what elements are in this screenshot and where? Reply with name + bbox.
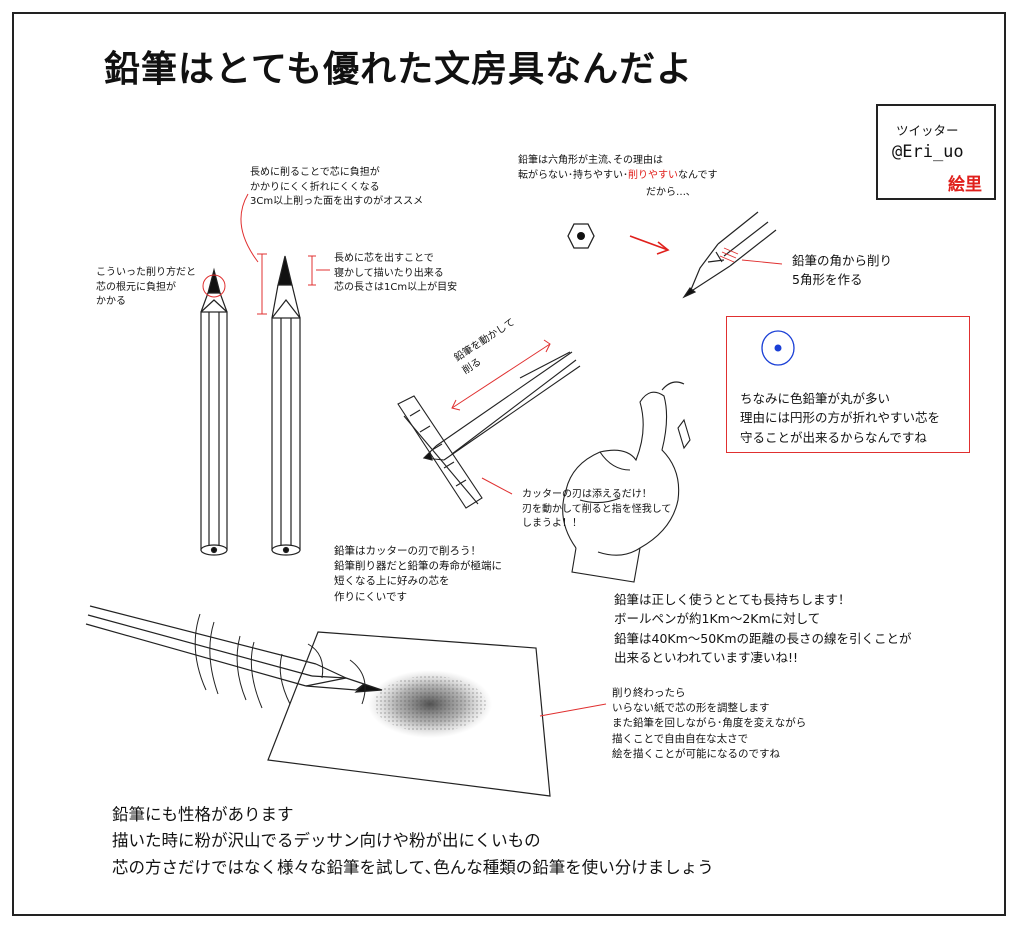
note-line: カッターの刃は添えるだけ！ [522,488,671,503]
note-line: いらない紙で芯の形を調整します [612,701,806,716]
colored-pencil-round-icon [762,331,794,365]
hexagon-cross-section-icon [568,224,594,248]
note-line: 短くなる上に好みの芯を [334,574,502,589]
note-line: 鉛筆は正しく使うととても長持ちします！ [614,590,912,609]
note-line: 作りにくいです [334,590,502,605]
note-line: 刃を動かして削ると指を怪我して [522,503,671,518]
note-line: 削り終わったら [612,686,806,701]
note-then: だから…､ [646,186,691,201]
note-line: 転がらない･持ちやすい･削りやすいなんです [518,169,718,184]
note-line: しまうよ！！ [522,517,671,532]
note-line: かかる [96,295,196,310]
note-line: 鉛筆は六角形が主流､その理由は [518,154,718,169]
note-line: 守ることが出来るからなんですね [740,428,940,447]
note-hexagon: 鉛筆は六角形が主流､その理由は 転がらない･持ちやすい･削りやすいなんです [518,154,718,183]
note-line: 芯の根元に負担が [96,281,196,296]
summary-line: 鉛筆にも性格があります [112,802,714,828]
red-arrow-icon [630,236,668,254]
note-line: こういった削り方だと [96,266,196,281]
note-sharpen-way: こういった削り方だと 芯の根元に負担が かかる [96,266,196,310]
note-fragment: なんです [678,170,718,181]
corner-hatch-marks [720,248,782,264]
note-long-sharpen: 長めに削ることで芯に負担が かかりにくく折れにくくなる 3Cm以上削った面を出す… [250,166,423,210]
pencil-long-tip-illustration [272,256,300,555]
note-line: 鉛筆の角から削り [792,251,892,270]
note-line: 絵を描くことが可能になるのですね [612,747,806,762]
note-line: 3Cm以上削った面を出すのがオススメ [250,195,423,210]
note-after-sharpen: 削り終わったら いらない紙で芯の形を調整します また鉛筆を回しながら･角度を変え… [612,686,806,762]
note-colored-pencil: ちなみに色鉛筆が丸が多い 理由には円形の方が折れやすい芯を 守ることが出来るから… [740,389,940,447]
note-line: 出来るといわれています凄いね!! [614,648,912,667]
note-line: 鉛筆削り器だと鉛筆の寿命が極端に [334,559,502,574]
note-highlight: 削りやすい [628,170,678,181]
note-long-lasting: 鉛筆は正しく使うととても長持ちします！ ボールペンが約1Km～2Kmに対して 鉛… [614,590,912,668]
pointer-line [540,704,606,716]
note-cutter: 鉛筆はカッターの刃で削ろう！ 鉛筆削り器だと鉛筆の寿命が極端に 短くなる上に好み… [334,544,502,605]
note-line: 5角形を作る [792,270,892,289]
note-line: また鉛筆を回しながら･角度を変えながら [612,716,806,731]
note-long-lead: 長めに芯を出すことで 寝かして描いたり出来る 芯の長さは1Cm以上が目安 [334,252,457,296]
note-line: 寝かして描いたり出来る [334,267,457,282]
note-fragment: 転がらない･持ちやすい･ [518,170,628,181]
note-line: 長めに削ることで芯に負担が [250,166,423,181]
note-line: 理由には円形の方が折れやすい芯を [740,408,940,427]
note-line: ちなみに色鉛筆が丸が多い [740,389,940,408]
note-line: 描くことで自由自在な太さで [612,732,806,747]
note-line: ボールペンが約1Km～2Kmに対して [614,609,912,628]
note-line: 鉛筆はカッターの刃で削ろう！ [334,544,502,559]
measurement-brackets [241,194,330,314]
cutter-sharpening-illustration [398,352,580,508]
pencil-corner-illustration [684,212,776,297]
note-line: 長めに芯を出すことで [334,252,457,267]
hand-illustration [563,382,690,582]
note-line: 鉛筆は40Km～50Kmの距離の長さの線を引くことが [614,629,912,648]
note-line: 芯の長さは1Cm以上が目安 [334,281,457,296]
note-corner: 鉛筆の角から削り 5角形を作る [792,251,892,290]
pencil-short-tip-illustration [201,270,227,555]
note-cutter-blade: カッターの刃は添えるだけ！ 刃を動かして削ると指を怪我して しまうよ！！ [522,488,671,532]
summary-line: 芯の方さだけではなく様々な鉛筆を試して､色んな種類の鉛筆を使い分けましょう [112,855,714,881]
bottom-summary: 鉛筆にも性格があります 描いた時に粉が沢山でるデッサン向けや粉が出にくいもの 芯… [112,802,714,881]
graphite-smudge [368,670,492,738]
summary-line: 描いた時に粉が沢山でるデッサン向けや粉が出にくいもの [112,828,714,854]
note-line: かかりにくく折れにくくなる [250,181,423,196]
